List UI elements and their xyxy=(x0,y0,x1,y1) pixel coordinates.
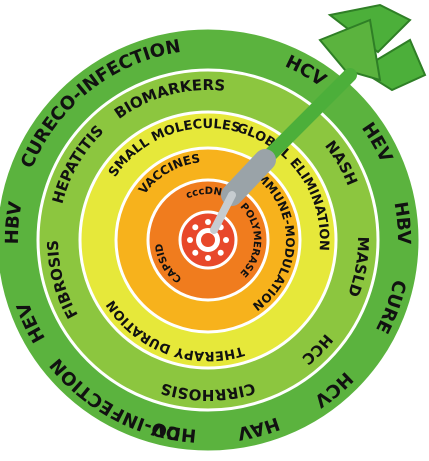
outer-ring-label: HBV xyxy=(2,200,27,244)
outer-ring-label: HBV xyxy=(390,200,415,244)
